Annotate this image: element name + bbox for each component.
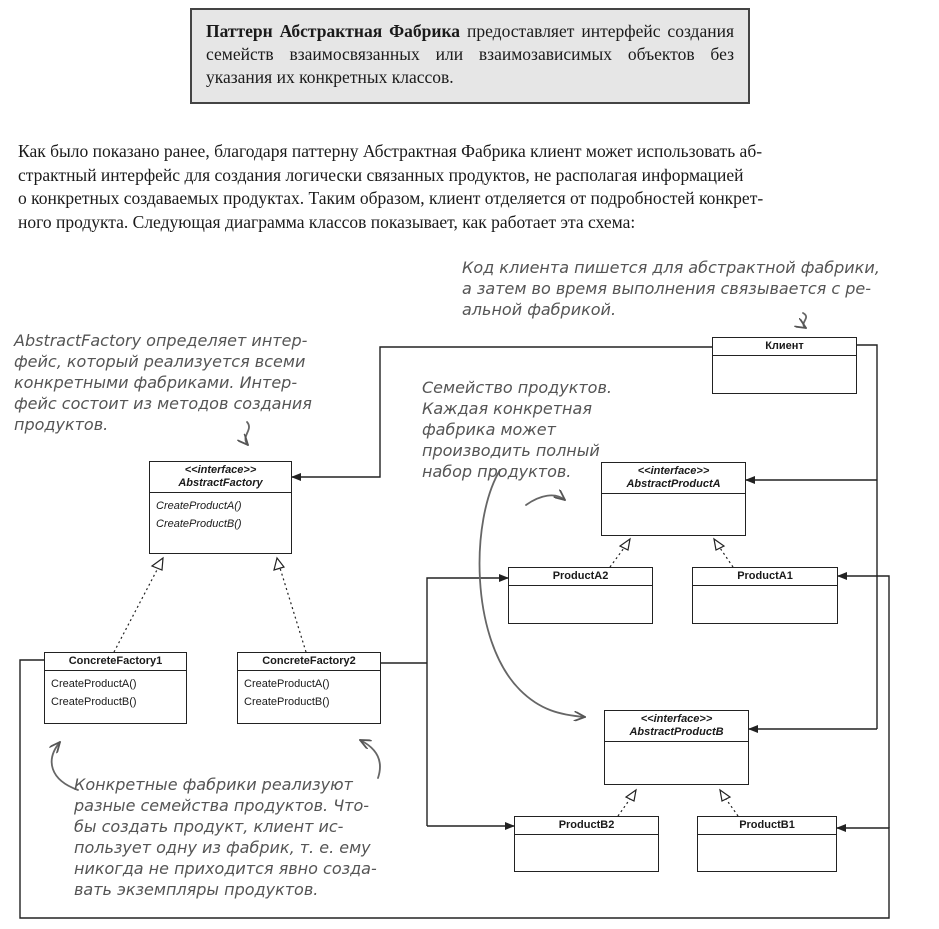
- abstract-factory-name: AbstractFactory: [178, 477, 263, 489]
- abstract-product-a-name: AbstractProductA: [626, 478, 721, 490]
- impl-b1-triangle: [719, 788, 732, 802]
- abstract-product-a-class[interactable]: <<interface>> AbstractProductA: [601, 462, 746, 536]
- client-note: Код клиента пишется для абстрактной фабр…: [462, 257, 880, 320]
- stereotype: <<interface>>: [184, 464, 257, 476]
- concrete-factory2-name: ConcreteFactory2: [238, 653, 380, 671]
- concrete-factory1-ops: CreateProductA() CreateProductB(): [45, 671, 186, 715]
- intro-line: о конкретных создаваемых продуктах. Таки…: [18, 188, 764, 208]
- concrete-note-arrow-left: [52, 742, 79, 791]
- note-line: фейс, который реализуется всеми: [14, 352, 306, 371]
- note-line: продуктов.: [14, 415, 109, 434]
- operation: CreateProductA(): [51, 678, 137, 690]
- definition-box: Паттерн Абстрактная Фабрика предоставляе…: [190, 8, 750, 104]
- note-line: набор продуктов.: [422, 462, 572, 481]
- client-bus-line: [857, 344, 878, 729]
- concrete-note-arrow-right: [360, 740, 381, 779]
- family-note-arrow-a: [525, 495, 565, 506]
- product-b2-class[interactable]: ProductB2: [514, 816, 659, 872]
- intro-line: страктный интерфейс для создания логичес…: [18, 164, 744, 185]
- operation: CreateProductB(): [156, 518, 242, 530]
- note-line: альной фабрикой.: [462, 300, 617, 319]
- concrete-factory2-ops: CreateProductA() CreateProductB(): [238, 671, 380, 715]
- note-line: пользует одну из фабрик, т. е. ему: [74, 838, 371, 857]
- product-b1-name: ProductB1: [698, 817, 836, 835]
- impl-a1-triangle: [713, 537, 726, 551]
- intro-paragraph: Как было показано ранее, благодаря патте…: [18, 140, 924, 234]
- definition-text: предоставляет интерфейс создания семейст…: [206, 21, 734, 87]
- concrete-factory2-class[interactable]: ConcreteFactory2 CreateProductA() Create…: [237, 652, 381, 724]
- operation: CreateProductA(): [244, 678, 330, 690]
- note-line: Каждая конкретная: [422, 399, 592, 418]
- impl-cf2-triangle: [273, 556, 286, 571]
- operation: CreateProductB(): [244, 696, 330, 708]
- product-a1-name: ProductA1: [693, 568, 837, 586]
- note-line: Код клиента пишется для абстрактной фабр…: [462, 258, 880, 277]
- product-b2-name: ProductB2: [515, 817, 658, 835]
- impl-b2-triangle: [624, 788, 637, 802]
- abstract-factory-header: <<interface>> AbstractFactory: [150, 462, 291, 493]
- abstract-product-a-header: <<interface>> AbstractProductA: [602, 463, 745, 494]
- concrete-factories-note: Конкретные фабрики реализуют разные семе…: [74, 774, 377, 900]
- note-line: Конкретные фабрики реализуют: [74, 775, 353, 794]
- note-line: разные семейства продуктов. Что-: [74, 796, 370, 815]
- concrete-factory1-to-a1-line: [837, 572, 890, 828]
- abstract-product-b-class[interactable]: <<interface>> AbstractProductB: [604, 710, 749, 785]
- note-line: Семейство продуктов.: [422, 378, 612, 397]
- product-a2-class[interactable]: ProductA2: [508, 567, 653, 624]
- impl-cf1-triangle: [150, 556, 164, 571]
- note-line: конкретными фабриками. Интер-: [14, 373, 298, 392]
- product-family-note: Семейство продуктов. Каждая конкретная ф…: [422, 377, 612, 482]
- abstract-factory-note: AbstractFactory определяет интер- фейс, …: [14, 330, 312, 435]
- note-line: AbstractFactory определяет интер-: [14, 331, 308, 350]
- impl-b1-line: [725, 798, 739, 817]
- note-line: фейс состоит из методов создания: [14, 394, 312, 413]
- impl-a1-line: [719, 547, 734, 568]
- note-line: вать экземпляры продуктов.: [74, 880, 319, 899]
- impl-a2-line: [609, 547, 625, 568]
- impl-cf2-line: [279, 567, 307, 653]
- note-line: фабрика может: [422, 420, 556, 439]
- concrete-factory1-loop-line: [19, 659, 890, 919]
- abstract-factory-class[interactable]: <<interface>> AbstractFactory CreateProd…: [149, 461, 292, 554]
- client-class[interactable]: Клиент: [712, 337, 857, 394]
- operation: CreateProductA(): [156, 500, 242, 512]
- intro-line: ного продукта. Следующая диаграмма класс…: [18, 211, 636, 232]
- abstract-factory-ops: CreateProductA() CreateProductB(): [150, 493, 291, 537]
- abstract-product-b-name: AbstractProductB: [629, 726, 724, 738]
- intro-line: Как было показано ранее, благодаря патте…: [18, 141, 763, 161]
- concrete-factory1-name: ConcreteFactory1: [45, 653, 186, 671]
- impl-cf1-line: [113, 567, 159, 653]
- definition-bold: Паттерн Абстрактная Фабрика: [206, 21, 461, 41]
- stereotype: <<interface>>: [637, 465, 710, 477]
- note-line: никогда не приходится явно созда-: [74, 859, 377, 878]
- impl-a2-triangle: [618, 537, 631, 551]
- product-a2-name: ProductA2: [509, 568, 652, 586]
- product-a1-class[interactable]: ProductA1: [692, 567, 838, 624]
- note-line: бы создать продукт, клиент ис-: [74, 817, 344, 836]
- client-note-arrow: [803, 312, 806, 328]
- operation: CreateProductB(): [51, 696, 137, 708]
- abstract-product-b-header: <<interface>> AbstractProductB: [605, 711, 748, 742]
- impl-b2-line: [617, 798, 631, 817]
- concrete-factory2-to-a2-line: [426, 574, 509, 826]
- client-to-abstract-factory-line: [291, 346, 712, 481]
- concrete-factory1-class[interactable]: ConcreteFactory1 CreateProductA() Create…: [44, 652, 187, 724]
- note-line: а затем во время выполнения связывается …: [462, 279, 872, 298]
- note-line: производить полный: [422, 441, 600, 460]
- family-note-arrow-b: [478, 469, 585, 717]
- stereotype: <<interface>>: [640, 713, 713, 725]
- factory-note-arrow: [245, 421, 250, 445]
- client-class-name: Клиент: [713, 338, 856, 356]
- product-b1-class[interactable]: ProductB1: [697, 816, 837, 872]
